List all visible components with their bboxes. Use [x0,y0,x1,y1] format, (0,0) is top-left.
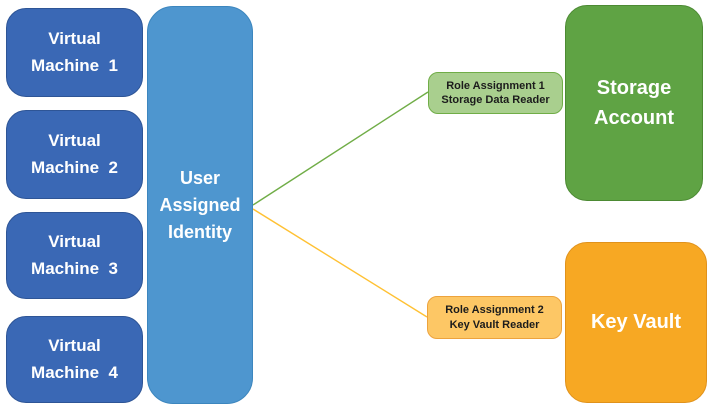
connector-identity-to-storage-role [252,91,429,206]
storage-account-label: Storage Account [594,77,674,129]
user-assigned-identity-label: User Assigned Identity [159,167,241,242]
virtual-machine-2-node: Virtual Machine 2 [6,110,143,199]
virtual-machine-1-node: Virtual Machine 1 [6,8,143,97]
user-assigned-identity-node: User Assigned Identity [147,6,253,404]
storage-account-node: Storage Account [565,5,703,201]
key-vault-node: Key Vault [565,242,707,403]
virtual-machine-4-label: Virtual Machine 4 [31,336,118,382]
role-assignment-1-label: Role Assignment 1 Storage Data Reader [441,79,549,108]
virtual-machine-3-label: Virtual Machine 3 [31,232,118,278]
role-assignment-1-title: Role Assignment 1 [446,79,545,92]
role-assignment-1-role: Storage Data Reader [441,94,550,106]
role-assignment-2-title: Role Assignment 2 [445,304,544,317]
role-assignment-1-node: Role Assignment 1 Storage Data Reader [428,72,563,114]
virtual-machine-1-label: Virtual Machine 1 [31,29,118,75]
role-assignment-2-role: Key Vault Reader [449,318,540,331]
virtual-machine-3-node: Virtual Machine 3 [6,212,143,299]
key-vault-label: Key Vault [590,311,682,333]
connector-identity-to-keyvault-role [252,208,428,318]
virtual-machine-4-node: Virtual Machine 4 [6,316,143,403]
virtual-machine-2-label: Virtual Machine 2 [31,131,118,177]
